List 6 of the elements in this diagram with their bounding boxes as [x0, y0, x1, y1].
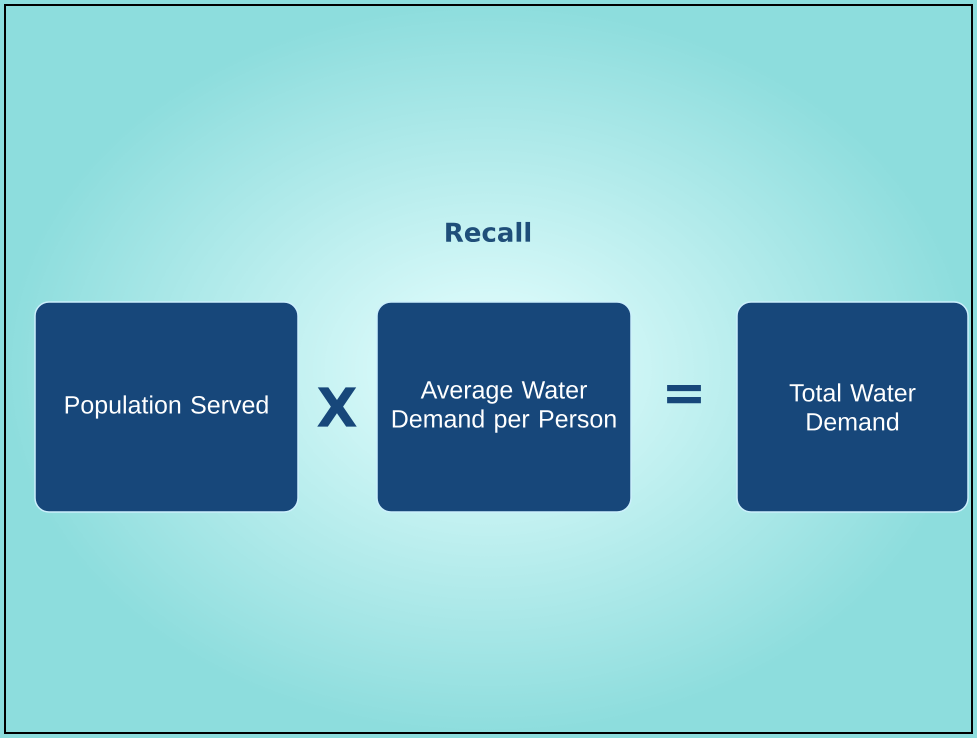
operator-sign: = — [667, 385, 701, 404]
title: Recall — [446, 222, 530, 242]
process-box: Population Served — [34, 301, 299, 513]
process-box: Average Water Demand per Person — [376, 301, 632, 513]
operator-sign: X — [317, 387, 357, 427]
process-box: Total Water Demand — [736, 301, 969, 513]
